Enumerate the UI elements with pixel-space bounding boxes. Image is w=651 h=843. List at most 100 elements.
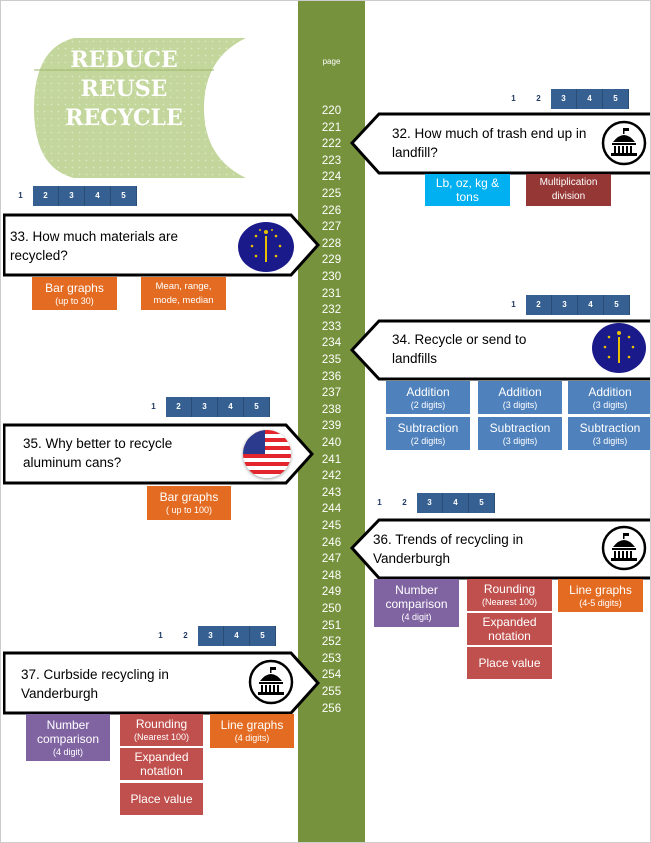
page-number: 228 <box>321 237 342 250</box>
level-3[interactable]: 3 <box>552 295 578 315</box>
page-number: 239 <box>321 420 342 433</box>
level-4[interactable]: 4 <box>577 89 603 109</box>
logo-line: RECYCLE <box>65 105 183 131</box>
level-3[interactable]: 3 <box>551 89 577 109</box>
level-2[interactable]: 2 <box>183 631 188 640</box>
level-1[interactable]: 1 <box>377 498 382 507</box>
page-number: 244 <box>321 503 342 516</box>
page-number: 243 <box>321 486 342 499</box>
level-4[interactable]: 4 <box>224 626 250 646</box>
reduce-reuse-recycle-logo: REDUCE REUSE RECYCLE <box>34 38 249 178</box>
lesson-title: 32. How much of trash end up in landfill… <box>392 126 587 160</box>
logo-line: REDUCE <box>70 47 178 73</box>
skill-tag: Place value <box>467 647 552 679</box>
lesson-32-callout[interactable]: 32. How much of trash end up in landfill… <box>349 112 650 175</box>
page-number: 232 <box>321 304 342 317</box>
page-number: 241 <box>321 453 342 466</box>
lesson-33-callout[interactable]: 33. How much materials are recycled? <box>3 213 321 278</box>
page-number: 225 <box>321 188 342 200</box>
level-5[interactable]: 5 <box>111 186 137 206</box>
level-5[interactable]: 5 <box>469 493 495 513</box>
skill-tag: Lb, oz, kg & tons <box>425 174 510 206</box>
indiana-flag-icon <box>238 222 294 272</box>
indiana-flag-icon <box>592 323 646 373</box>
level-4[interactable]: 4 <box>218 397 244 417</box>
level-3[interactable]: 3 <box>198 626 224 646</box>
level-1[interactable]: 1 <box>18 191 23 200</box>
level-3[interactable]: 3 <box>192 397 218 417</box>
page-number: 246 <box>321 536 342 549</box>
level-1[interactable]: 1 <box>511 94 516 103</box>
lesson-35-callout[interactable]: 35. Why better to recycle aluminum cans? <box>3 423 315 485</box>
skill-tag: Rounding(Nearest 100) <box>467 579 552 611</box>
level-3[interactable]: 3 <box>59 186 85 206</box>
level-4[interactable]: 4 <box>443 493 469 513</box>
page-number: 224 <box>321 171 342 184</box>
level-2[interactable]: 2 <box>526 295 552 315</box>
lesson-title: 36. Trends of recycling in Vanderburgh <box>373 532 524 566</box>
level-1[interactable]: 1 <box>511 300 516 309</box>
page-number: 221 <box>321 121 342 134</box>
page-number: 238 <box>321 403 342 416</box>
level-4[interactable]: 4 <box>578 295 604 315</box>
level-4[interactable]: 4 <box>85 186 111 206</box>
lesson-title: 33. How much materials are recycled? <box>10 229 179 263</box>
page-number: 253 <box>321 652 342 665</box>
page-number: 240 <box>321 437 342 449</box>
page-number: 254 <box>321 669 342 682</box>
page-number: 237 <box>321 387 342 400</box>
level-2[interactable]: 2 <box>33 186 59 206</box>
lesson-36-callout[interactable]: 36. Trends of recycling in Vanderburgh <box>349 518 650 580</box>
skill-tag: Bar graphs( up to 100) <box>147 486 231 520</box>
page-number: 234 <box>321 337 342 350</box>
level-2[interactable]: 2 <box>402 498 407 507</box>
level-2[interactable]: 2 <box>166 397 192 417</box>
level-5[interactable]: 5 <box>603 89 629 109</box>
page-number: 251 <box>321 619 342 632</box>
logo-line: REUSE <box>80 76 168 102</box>
page-number: 247 <box>321 553 342 566</box>
lesson-title: 37. Curbside recycling in Vanderburgh <box>21 667 169 701</box>
skill-tag: Line graphs(4 digits) <box>210 714 294 748</box>
page-number: 250 <box>321 603 342 615</box>
skill-tag: Subtraction(2 digits) <box>386 417 470 450</box>
lesson-title: 35. Why better to recycle aluminum cans? <box>23 436 173 470</box>
page-number: 236 <box>321 370 342 383</box>
level-1[interactable]: 1 <box>151 402 156 411</box>
level-5[interactable]: 5 <box>244 397 270 417</box>
lesson-37-callout[interactable]: 37. Curbside recycling in Vanderburgh <box>3 651 321 715</box>
page-number: 229 <box>321 254 342 267</box>
page-number: 233 <box>321 320 342 333</box>
skill-tag: Subtraction(3 digits) <box>478 417 562 450</box>
level-1[interactable]: 1 <box>158 631 163 640</box>
page-number: 248 <box>321 569 342 582</box>
skill-tag: Multiplication division <box>526 174 611 206</box>
page-number: 252 <box>321 636 342 649</box>
page-number: 223 <box>321 154 342 167</box>
page-number: 222 <box>321 138 342 151</box>
lesson-34-callout[interactable]: 34. Recycle or send to landfills <box>349 319 650 381</box>
skill-tag: Bar graphs(up to 30) <box>32 277 117 310</box>
skill-tag: Number comparison(4 digit) <box>26 714 110 761</box>
skill-tag: Line graphs(4-5 digits) <box>558 579 643 612</box>
level-5[interactable]: 5 <box>250 626 276 646</box>
skill-tag: Mean, range, mode, median <box>141 277 226 310</box>
page-number: 249 <box>321 586 342 599</box>
skill-tag: Place value <box>120 783 203 815</box>
page-number: 255 <box>321 686 342 698</box>
skill-tag: Expanded notation <box>467 613 552 645</box>
skill-tag: Number comparison(4 digit) <box>374 579 459 627</box>
skill-tag: Expanded notation <box>120 748 203 780</box>
level-3[interactable]: 3 <box>417 493 443 513</box>
skill-tag: Addition(3 digits) <box>478 381 562 414</box>
level-2[interactable]: 2 <box>536 94 541 103</box>
level-5[interactable]: 5 <box>604 295 630 315</box>
page-header: page <box>322 57 341 66</box>
skill-tag: Subtraction(3 digits) <box>568 417 650 450</box>
